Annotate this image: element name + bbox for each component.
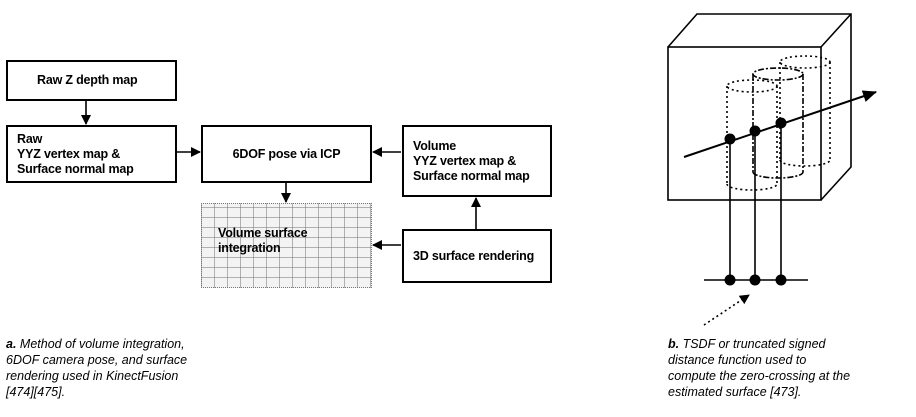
cylinder-dotted-front xyxy=(726,79,778,191)
caption-a-letter: a. xyxy=(6,337,17,351)
volume-integration-box: Volume surface integration xyxy=(201,203,372,288)
caption-b-line1: TSDF or truncated signed xyxy=(679,337,826,351)
caption-b-line4: estimated surface [473]. xyxy=(668,385,802,399)
caption-b: b. TSDF or truncated signed distance fun… xyxy=(668,336,850,400)
caption-a-line1: Method of volume integration, xyxy=(16,337,185,351)
volume-integration-line2: integration xyxy=(218,241,281,255)
caption-b-letter: b. xyxy=(668,337,680,351)
projection-lines xyxy=(729,123,782,280)
caption-b-line2: distance function used to xyxy=(668,353,807,367)
cylinder-dotted-back xyxy=(779,55,831,167)
baseline-dots xyxy=(724,274,787,286)
raw-z-depth-map-label: Raw Z depth map xyxy=(37,73,138,87)
icp-pose-box: 6DOF pose via ICP xyxy=(201,125,372,183)
volume-vertex-map-box: Volume YYZ vertex map & Surface normal m… xyxy=(402,125,552,197)
icp-pose-label: 6DOF pose via ICP xyxy=(232,146,341,161)
caption-a-line3: rendering used in KinectFusion xyxy=(6,369,179,383)
caption-b-line3: compute the zero-crossing at the xyxy=(668,369,851,383)
surface-rendering-box: 3D surface rendering xyxy=(402,229,552,283)
caption-a-line2: 6DOF camera pose, and surface xyxy=(6,353,188,367)
caption-a-line4: [474][475]. xyxy=(6,385,66,399)
cube xyxy=(667,13,852,201)
volume-vertex-line3: Surface normal map xyxy=(413,168,530,183)
volume-vertex-line1: Volume xyxy=(413,138,457,153)
surface-rendering-label: 3D surface rendering xyxy=(413,248,535,263)
raw-vertex-line1: Raw xyxy=(17,131,43,146)
volume-integration-line1: Volume surface xyxy=(218,226,308,240)
ray-intersection-dots xyxy=(724,117,787,145)
caption-a: a. Method of volume integration, 6DOF ca… xyxy=(6,336,187,400)
raw-vertex-map-box: Raw YYZ vertex map & Surface normal map xyxy=(6,125,177,183)
pointer-arrow-dotted xyxy=(703,294,750,326)
raw-vertex-line3: Surface normal map xyxy=(17,161,134,176)
volume-vertex-line2: YYZ vertex map & xyxy=(413,153,517,168)
cylinder-dashed-middle xyxy=(752,67,804,179)
raw-vertex-line2: YYZ vertex map & xyxy=(17,146,121,161)
raw-z-depth-map-box: Raw Z depth map xyxy=(6,60,177,101)
